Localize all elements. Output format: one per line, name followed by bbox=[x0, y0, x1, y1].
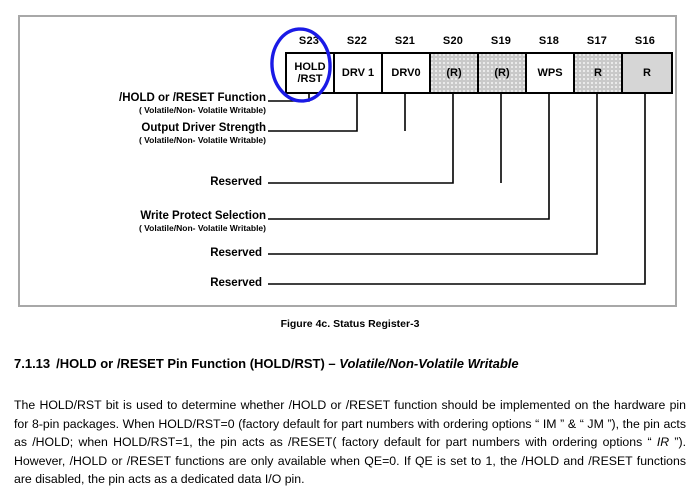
section-title: /HOLD or /RESET Pin Function (HOLD/RST) … bbox=[56, 356, 340, 371]
annotation-hold-reset-function-sub: ( Volatile/Non- Volatile Writable) bbox=[138, 105, 266, 115]
annotation-write-protect-selection-sub: ( Volatile/Non- Volatile Writable) bbox=[138, 223, 266, 233]
bit-cell-s20-line1: (R) bbox=[446, 66, 462, 79]
annotation-write-protect-selection-main: Write Protect Selection bbox=[140, 210, 266, 222]
bit-label-s18: S18 bbox=[538, 35, 560, 47]
section-body-paragraph: The HOLD/RST bit is used to determine wh… bbox=[14, 396, 686, 488]
annotation-reserved-s17: Reserved bbox=[0, 247, 262, 260]
leader-line-s22 bbox=[268, 92, 358, 132]
bit-cell-s23-line1: HOLD bbox=[294, 60, 326, 73]
bit-cell-s18: WPS bbox=[527, 54, 575, 92]
annotation-reserved-s20-main: Reserved bbox=[210, 176, 262, 188]
bit-cell-s21: DRV0 bbox=[383, 54, 431, 92]
annotation-hold-reset-function-main: /HOLD or /RESET Function bbox=[119, 92, 266, 104]
body-text-part2: ”). However, /HOLD or /RESET functions a… bbox=[14, 435, 686, 486]
bit-label-s17: S17 bbox=[586, 35, 608, 47]
bit-label-s22: S22 bbox=[346, 35, 368, 47]
bit-cell-s21-line1: DRV0 bbox=[391, 66, 421, 79]
section-heading: 7.1.13/HOLD or /RESET Pin Function (HOLD… bbox=[14, 355, 690, 372]
leader-line-s16 bbox=[268, 92, 646, 285]
annotation-reserved-s16-main: Reserved bbox=[210, 277, 262, 289]
register-bit-cells: HOLD /RST DRV 1 DRV0 (R) (R) WPS R R bbox=[285, 52, 673, 94]
bit-label-s16: S16 bbox=[634, 35, 656, 47]
bit-cell-s17-line1: R bbox=[594, 66, 602, 79]
body-text-part1: The HOLD/RST bit is used to determine wh… bbox=[14, 398, 686, 450]
bit-cell-s16-line1: R bbox=[643, 66, 651, 79]
section-number: 7.1.13 bbox=[14, 356, 51, 371]
bit-cell-s22: DRV 1 bbox=[335, 54, 383, 92]
annotation-reserved-s17-main: Reserved bbox=[210, 247, 262, 259]
annotation-output-driver-strength-sub: ( Volatile/Non- Volatile Writable) bbox=[138, 135, 266, 145]
bit-cell-s19: (R) bbox=[479, 54, 527, 92]
bit-cell-s23: HOLD /RST bbox=[287, 54, 335, 92]
annotation-output-driver-strength: Output Driver Strength ( Volatile/Non- V… bbox=[0, 122, 266, 145]
leader-line-s20 bbox=[268, 92, 454, 184]
bit-cell-s19-line1: (R) bbox=[494, 66, 510, 79]
bit-label-s20: S20 bbox=[442, 35, 464, 47]
bit-label-s23: S23 bbox=[298, 35, 320, 47]
status-register-diagram: S23 S22 S21 S20 S19 S18 S17 S16 HOLD /RS… bbox=[0, 27, 673, 290]
annotation-reserved-s16: Reserved bbox=[0, 277, 262, 290]
bit-cell-s16: R bbox=[623, 54, 671, 92]
bit-cell-s18-line1: WPS bbox=[537, 66, 563, 79]
bit-cell-s17: R bbox=[575, 54, 623, 92]
bit-cell-s22-line1: DRV 1 bbox=[341, 66, 375, 79]
body-text-italic: IR bbox=[656, 435, 670, 450]
leader-line-s18 bbox=[268, 92, 550, 220]
bit-label-s19: S19 bbox=[490, 35, 512, 47]
leader-line-s17 bbox=[268, 92, 598, 255]
figure-caption: Figure 4c. Status Register-3 bbox=[280, 318, 420, 330]
bit-cell-s23-line2: /RST bbox=[297, 73, 323, 85]
annotation-output-driver-strength-main: Output Driver Strength bbox=[141, 122, 266, 134]
annotation-write-protect-selection: Write Protect Selection ( Volatile/Non- … bbox=[0, 210, 266, 233]
annotation-reserved-s20: Reserved bbox=[0, 176, 262, 189]
bit-cell-s20: (R) bbox=[431, 54, 479, 92]
section-title-italic: Volatile/Non-Volatile Writable bbox=[339, 356, 519, 371]
annotation-hold-reset-function: /HOLD or /RESET Function ( Volatile/Non-… bbox=[0, 92, 266, 115]
bit-label-s21: S21 bbox=[394, 35, 416, 47]
